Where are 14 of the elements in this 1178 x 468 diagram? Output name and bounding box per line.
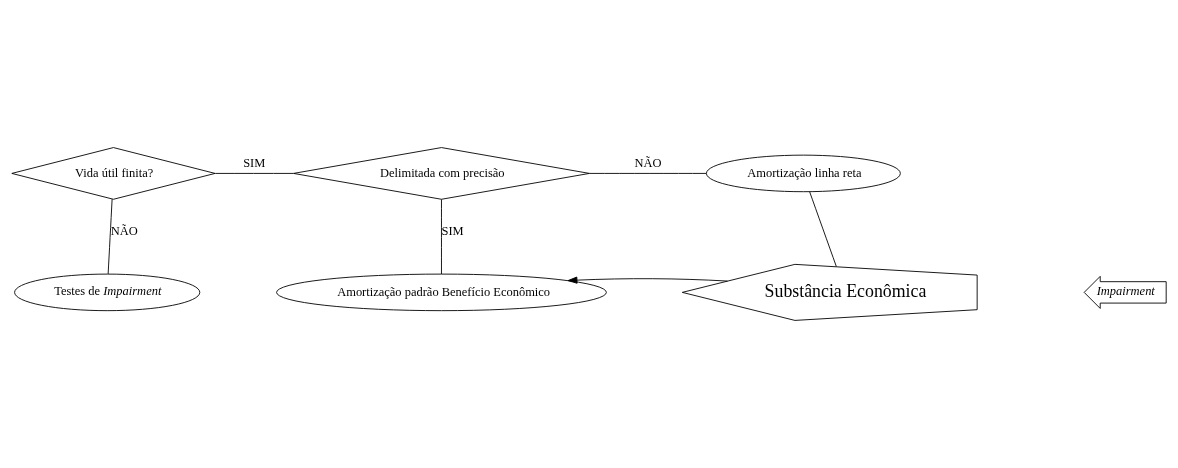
arrow [567, 276, 728, 284]
node-diamond: Delimitada com precisão [293, 147, 590, 200]
connector [809, 191, 837, 267]
edge-label: SIM [243, 156, 266, 171]
node-ellipse: Amortização linha reta [705, 154, 901, 193]
edge-label: SIM [441, 224, 464, 239]
node-ellipse: Testes de Impairment [14, 273, 201, 312]
connector [214, 172, 294, 174]
connector [107, 198, 113, 275]
edge-label: NÃO [110, 224, 138, 239]
connector [589, 172, 707, 174]
node-diamond: Vida útil finita? [11, 147, 216, 200]
connector [441, 199, 442, 275]
edge-label: NÃO [634, 156, 662, 171]
